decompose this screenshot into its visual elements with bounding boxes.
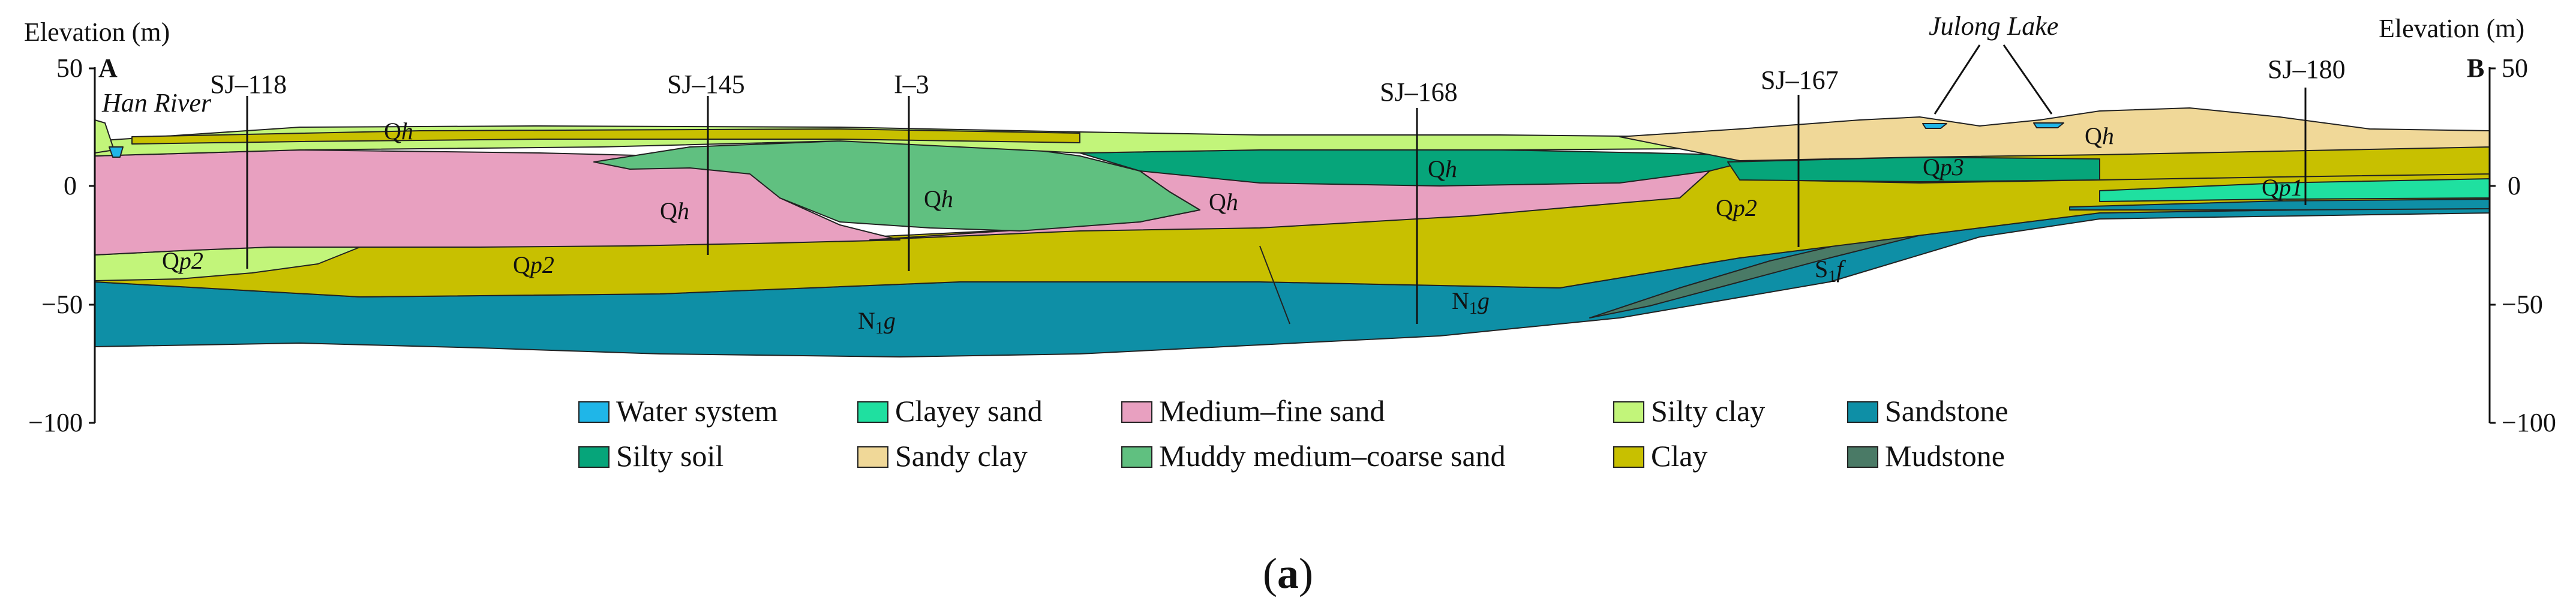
- legend-swatch-clay: [1613, 446, 1644, 468]
- layer-medium-fine-sand: [94, 149, 900, 256]
- han-river-label: Han River: [101, 88, 212, 118]
- left-tick-50: 50: [56, 53, 83, 83]
- left-axis-title: Elevation (m): [24, 17, 170, 47]
- right-tick-0: 0: [2508, 171, 2521, 200]
- unit-qh-muddy: Qh: [924, 185, 953, 212]
- legend-swatch-silty-soil: [578, 446, 610, 468]
- legend-swatch-mudstone: [1847, 446, 1878, 468]
- right-tick-minus50: −50: [2502, 290, 2543, 319]
- legend-label-clay: Clay: [1651, 439, 1707, 473]
- unit-qp2-mid: Qp2: [513, 251, 554, 278]
- legend-label-silty-clay: Silty clay: [1651, 394, 1765, 428]
- legend-label-sandstone: Sandstone: [1885, 394, 2008, 428]
- legend-swatch-water-system: [578, 401, 610, 423]
- layer-silty-soil-right: [1727, 157, 2100, 182]
- legend-label-silty-soil: Silty soil: [616, 439, 723, 473]
- unit-n1g-right: N1g: [1452, 287, 1490, 318]
- figure-caption: (a): [1263, 549, 1313, 597]
- unit-qp2-left: Qp2: [162, 247, 203, 274]
- borehole-sj118: SJ–118: [210, 70, 287, 99]
- end-label-a: A: [98, 53, 118, 83]
- layer-clay-top-strip: [131, 128, 1080, 145]
- legend-label-sandy-clay: Sandy clay: [895, 439, 1028, 473]
- end-label-b: B: [2467, 53, 2484, 83]
- legend-label-muddy-medium-coarse-sand: Muddy medium–coarse sand: [1159, 439, 1506, 473]
- strata-layers: [94, 107, 2490, 357]
- right-tick-minus100: −100: [2502, 408, 2556, 437]
- legend-label-mudstone: Mudstone: [1885, 439, 2005, 473]
- layer-sandy-clay: [1619, 107, 2490, 161]
- legend-label-water-system: Water system: [616, 394, 778, 428]
- borehole-lines: [246, 88, 2307, 324]
- fault-line: [1259, 245, 1290, 324]
- unit-qh-top: Qh: [384, 118, 413, 145]
- unit-qp3: Qp3: [1923, 154, 1964, 181]
- borehole-sj145: SJ–145: [667, 70, 745, 99]
- unit-n1g-left: N1g: [858, 307, 896, 338]
- julong-lake-label: Julong Lake: [1929, 11, 2058, 41]
- right-axis: [2488, 67, 2496, 424]
- legend-swatch-clayey-sand: [857, 401, 888, 423]
- left-tick-0: 0: [64, 171, 77, 200]
- legend-swatch-muddy-medium-coarse-sand: [1121, 446, 1152, 468]
- borehole-sj180: SJ–180: [2268, 55, 2346, 84]
- left-axis: [89, 67, 96, 424]
- borehole-sj167: SJ–167: [1761, 65, 1839, 95]
- right-axis-title: Elevation (m): [2379, 14, 2524, 43]
- unit-qp1: Qp1: [2262, 174, 2303, 201]
- unit-qh-sand: Qh: [660, 197, 689, 224]
- julong-lake-water-left: [1922, 123, 1947, 129]
- julong-lake-water-right: [2033, 122, 2064, 128]
- han-river-water: [109, 146, 124, 158]
- legend-label-clayey-sand: Clayey sand: [895, 394, 1043, 428]
- left-tick-minus50: −50: [41, 290, 83, 319]
- borehole-i3: I–3: [894, 70, 929, 99]
- unit-qh-sandy-clay: Qh: [2085, 122, 2114, 149]
- julong-lake-pointers: [1933, 44, 2053, 115]
- unit-labels: Qh Qh Qh Qh Qh Qh Qp2 Qp2 Qp2 Qp3 Qp1 N1…: [162, 118, 2303, 338]
- legend-swatch-sandstone: [1847, 401, 1878, 423]
- unit-qp2-right: Qp2: [1716, 194, 1757, 221]
- borehole-sj168: SJ–168: [1380, 77, 1458, 107]
- legend-swatch-silty-clay: [1613, 401, 1644, 423]
- legend-swatch-medium-fine-sand: [1121, 401, 1152, 423]
- unit-qh-silty-soil: Qh: [1428, 155, 1457, 182]
- unit-qh-right-sand: Qh: [1209, 188, 1238, 215]
- legend-swatch-sandy-clay: [857, 446, 888, 468]
- left-tick-minus100: −100: [28, 408, 83, 437]
- legend-label-medium-fine-sand: Medium–fine sand: [1159, 394, 1385, 428]
- right-tick-50: 50: [2502, 53, 2528, 83]
